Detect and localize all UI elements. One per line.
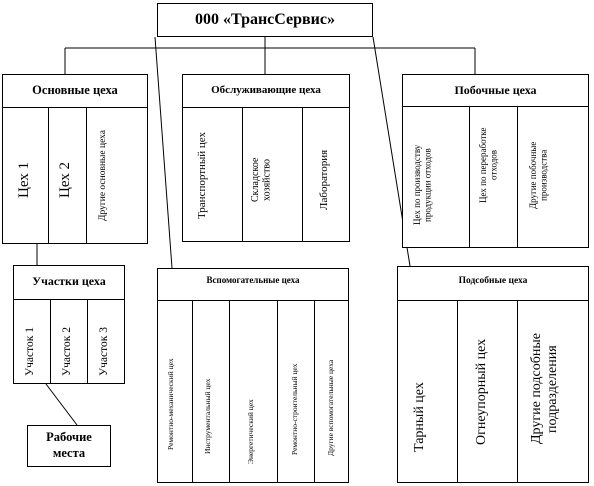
auxiliary-shop-item-1: Ремонтно-механический цех	[166, 358, 175, 450]
auxiliary-shop-item-3: Энергетический цех	[246, 399, 255, 464]
subsidiary-shops-col-divider-2	[517, 300, 518, 483]
sections-title: Участки цеха	[32, 274, 106, 288]
service-shops-col-divider-2	[302, 107, 303, 242]
side-shop-item-3: Другие побочные производства	[528, 141, 549, 209]
subsidiary-shop-item-3: Другие подсобные подразделения	[529, 333, 561, 445]
auxiliary-shops-col-divider-4	[314, 300, 315, 483]
auxiliary-shop-item-2: Инструментальный цех	[203, 378, 212, 455]
side-shops-col-divider-2	[517, 106, 518, 248]
main-shops-title: Основные цеха	[32, 83, 118, 97]
subsidiary-shop-item-2: Огнеупорный цех	[474, 338, 489, 446]
workplaces-label: Рабочие места	[46, 430, 92, 461]
section-item-3: Участок 3	[98, 327, 110, 377]
sections-col-divider-1	[50, 299, 51, 384]
auxiliary-shops-title: Вспомогательные цеха	[206, 275, 300, 285]
side-shops-box: Побочные цеха	[402, 74, 589, 248]
section-item-1: Участок 1	[24, 327, 36, 377]
root-label: 000 «ТрансСервис»	[195, 11, 335, 28]
auxiliary-shops-box: Вспомогательные цеха	[157, 268, 349, 483]
subsidiary-shops-box: Подсобные цеха	[397, 266, 589, 483]
auxiliary-shop-item-5: Другие вспомогательные цеха	[326, 359, 335, 457]
subsidiary-shops-title-divider	[397, 300, 589, 301]
root-box: 000 «ТрансСервис»	[157, 3, 373, 37]
main-shop-item-3: Другие основные цеха	[98, 129, 108, 221]
sections-box: Участки цеха	[13, 265, 125, 384]
main-shop-item-1: Цех 1	[16, 161, 32, 199]
service-shop-item-1: Транспортный цех	[196, 131, 208, 219]
side-shop-item-2: Цех по переработке отходов	[478, 127, 499, 203]
section-item-2: Участок 2	[61, 327, 73, 377]
workplaces-box: Рабочие места	[27, 425, 111, 467]
side-shops-title: Побочные цеха	[454, 83, 537, 97]
main-shops-box: Основные цеха	[2, 74, 148, 244]
service-shops-title-divider	[182, 107, 350, 108]
connector-workplaces	[45, 383, 78, 426]
service-shops-col-divider-1	[242, 107, 243, 242]
auxiliary-shops-title-divider	[157, 300, 349, 301]
subsidiary-shops-title: Подсобные цеха	[458, 276, 528, 286]
main-shops-col-divider-1	[48, 107, 49, 244]
side-shop-item-1: Цех по производству продукции отходов	[412, 144, 433, 226]
side-shops-col-divider-1	[469, 106, 470, 248]
main-shops-title-divider	[2, 107, 148, 108]
connector-auxiliary	[154, 36, 173, 269]
auxiliary-shops-col-divider-2	[229, 300, 230, 483]
main-shop-item-2: Цех 2	[57, 161, 73, 199]
service-shop-item-2: Складское хозяйство	[250, 157, 273, 203]
main-shops-col-divider-2	[86, 107, 87, 244]
auxiliary-shop-item-4: Ремонтно-строительный цех	[290, 363, 299, 455]
service-shops-box: Обслуживающие цеха	[182, 74, 350, 242]
sections-title-divider	[13, 299, 125, 300]
sections-col-divider-2	[87, 299, 88, 384]
service-shop-item-3: Лаборатория	[318, 149, 330, 211]
service-shops-title: Обслуживающие цеха	[211, 84, 321, 96]
auxiliary-shops-col-divider-3	[277, 300, 278, 483]
subsidiary-shops-col-divider-1	[457, 300, 458, 483]
subsidiary-shop-item-1: Тарный цех	[412, 382, 427, 452]
auxiliary-shops-col-divider-1	[192, 300, 193, 483]
side-shops-title-divider	[402, 106, 589, 107]
